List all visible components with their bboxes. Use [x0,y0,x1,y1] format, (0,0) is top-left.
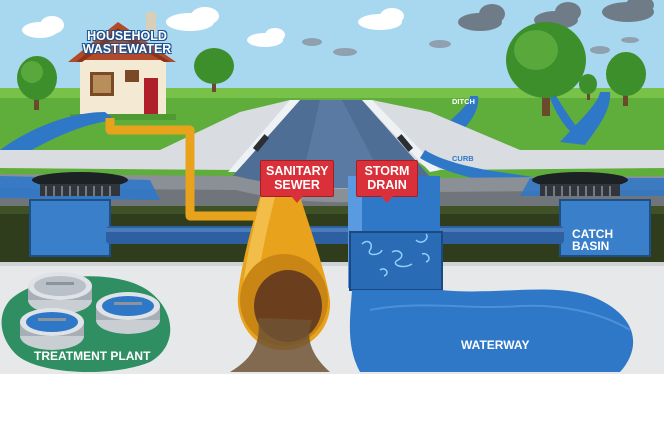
grate-icon [32,172,128,196]
curb-label: CURB [452,155,474,163]
grate-icon [532,172,628,196]
clarifier-tank [20,308,84,350]
catch-basin-label: CATCH BASIN [572,228,613,252]
household-line2: WASTEWATER [74,43,180,56]
household-wastewater-label: HOUSEHOLD WASTEWATER [74,30,180,55]
storm-line1: STORM [362,164,412,178]
waterway-label: WATERWAY [461,339,529,351]
sanitary-sewer-tag: SANITARY SEWER [260,160,334,197]
treatment-plant-label: TREATMENT PLANT [34,350,150,362]
clarifier-tank [28,272,92,314]
sanitary-line2: SEWER [266,178,328,192]
household-line1: HOUSEHOLD [74,30,180,43]
catch-line2: BASIN [572,240,613,252]
clarifier-tank [96,292,160,334]
sanitary-line1: SANITARY [266,164,328,178]
left-catch-basin [30,200,110,256]
ditch-label: DITCH [452,98,475,106]
storm-line2: DRAIN [362,178,412,192]
storm-drain-tag: STORM DRAIN [356,160,418,197]
